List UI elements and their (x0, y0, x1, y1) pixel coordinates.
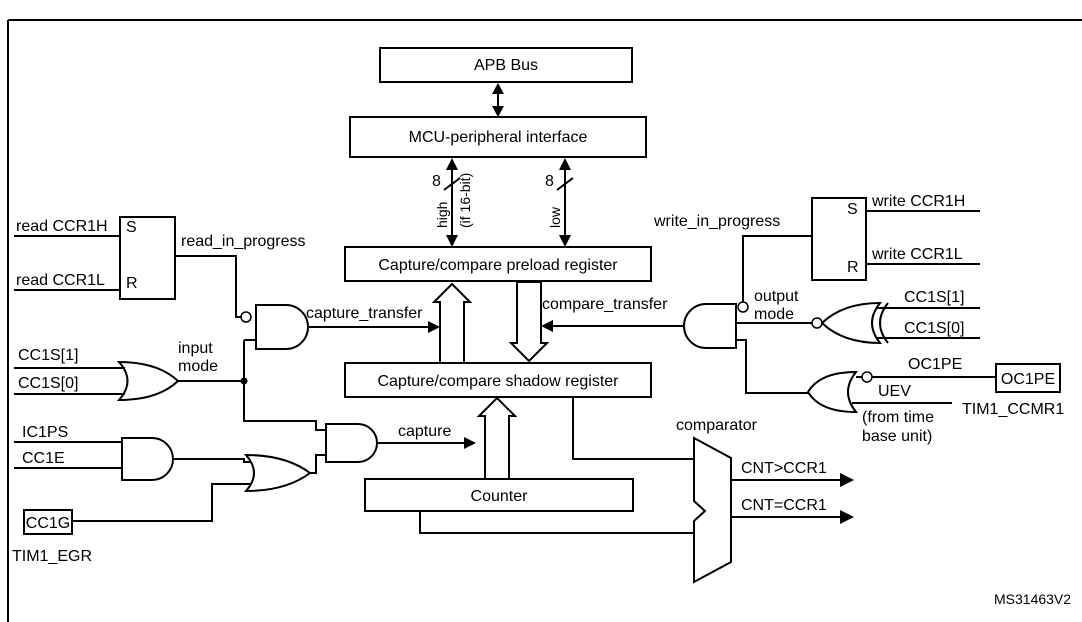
read-latch: S R (119, 216, 176, 300)
ic1ps-and-gate (121, 437, 174, 481)
oc1pe-or-gate (806, 370, 859, 414)
apb-bus-label: APB Bus (474, 57, 538, 74)
write-in-progress-wire (742, 235, 812, 302)
counter-label: Counter (471, 488, 529, 505)
shadow-register-label: Capture/compare shadow register (377, 373, 619, 390)
inverter-bubble-read (240, 311, 252, 323)
output-mode-label-1: output (754, 288, 799, 305)
ic1ps-to-or-wire (173, 458, 250, 463)
capture-arrowhead-icon (464, 437, 476, 449)
capture-transfer-arrowhead-icon (428, 321, 440, 333)
cnt-eq-label: CNT=CCR1 (741, 497, 827, 514)
counter-block: Counter (364, 478, 634, 512)
tim1-egr-label: TIM1_EGR (12, 548, 92, 565)
low-bus-width: 8 (545, 173, 554, 190)
cnt-gt-arrowhead-icon (840, 473, 854, 487)
output-mode-nor-gate (820, 301, 883, 345)
ic1ps-label: IC1PS (22, 424, 68, 441)
input-mode-label-2: mode (178, 358, 218, 375)
write-ccr1h-label: write CCR1H (871, 193, 965, 210)
inverter-bubble-output (811, 317, 823, 329)
capture-label: capture (398, 423, 451, 440)
read-ccr1h-label: read CCR1H (16, 218, 108, 235)
high-bus-label: high (434, 202, 450, 228)
read-in-progress-wire (175, 255, 242, 318)
input-mode-or-gate (116, 360, 180, 402)
shadow-register-block: Capture/compare shadow register (344, 362, 652, 398)
capture-transfer-arrow-icon (431, 282, 473, 364)
figure-id: MS31463V2 (994, 591, 1071, 607)
high-bus-note: (if 16-bit) (457, 173, 473, 228)
read-in-progress-label: read_in_progress (181, 233, 306, 250)
cc1e-label: CC1E (22, 450, 65, 467)
uev-note-2: base unit) (862, 428, 932, 445)
mcu-interface-label: MCU-peripheral interface (409, 129, 588, 146)
apb-bus-block: APB Bus (379, 47, 633, 83)
write-latch-set-pin: S (847, 201, 858, 218)
cnt-eq-arrowhead-icon (840, 510, 854, 524)
oc1pe-box-label: OC1PE (1001, 371, 1055, 388)
preload-register-block: Capture/compare preload register (344, 246, 652, 282)
oc1pe-label: OC1PE (908, 356, 962, 373)
uev-label: UEV (878, 383, 911, 400)
output-mode-label-2: mode (754, 306, 794, 323)
nor-gate-back-curve (879, 302, 889, 344)
inverter-bubble-write (737, 301, 749, 313)
input-mode-branch-wire (243, 340, 326, 431)
capture-and-gate (325, 423, 378, 463)
mcu-interface-block: MCU-peripheral interface (349, 116, 647, 158)
cc1g-label: CC1G (26, 515, 70, 532)
cc1g-box: CC1G (23, 509, 73, 535)
read-ccr1l-label: read CCR1L (16, 272, 105, 289)
cc1s1-right-label: CC1S[1] (904, 289, 964, 306)
write-in-progress-label: write_in_progress (653, 213, 780, 230)
high-bus-width: 8 (432, 173, 441, 190)
arrow-down-icon (492, 106, 504, 117)
read-latch-reset-pin: R (126, 275, 138, 292)
low-byte-bus: 8 low (545, 158, 574, 247)
shadow-to-comparator-wire (572, 397, 694, 460)
or-to-capture-wire (310, 454, 326, 474)
write-latch-reset-pin: R (847, 259, 859, 276)
low-bus-label: low (547, 206, 563, 228)
comparator-shape (693, 436, 732, 584)
input-mode-label-1: input (178, 340, 213, 357)
comparator-label: comparator (676, 417, 758, 434)
cnt-gt-label: CNT>CCR1 (741, 460, 827, 477)
cc1s0-left-label: CC1S[0] (18, 375, 78, 392)
high-byte-bus: 8 high (if 16-bit) (432, 158, 473, 247)
compare-transfer-arrow-icon (508, 281, 550, 363)
uev-note-1: (from time (862, 409, 934, 426)
write-ccr1l-label: write CCR1L (871, 246, 963, 263)
inverter-bubble-oc1pe (861, 371, 873, 383)
arrow-up-icon (492, 83, 504, 94)
cc1s1-left-label: CC1S[1] (18, 347, 78, 364)
tim1-ccmr1-label: TIM1_CCMR1 (962, 401, 1064, 418)
compare-transfer-arrowhead-icon (541, 320, 553, 332)
cc1g-wire (72, 483, 252, 522)
compare-transfer-and-gate (683, 303, 737, 349)
counter-to-comparator-wire (419, 511, 694, 534)
write-latch: S R (811, 197, 867, 281)
read-latch-set-pin: S (126, 219, 137, 236)
cc1s0-right-label: CC1S[0] (904, 320, 964, 337)
and-to-or-wire (736, 339, 818, 394)
capture-or-gate (243, 453, 312, 493)
oc1pe-box: OC1PE (995, 363, 1061, 393)
capture-to-shadow-arrow-icon (476, 396, 518, 480)
compare-transfer-label: compare_transfer (542, 296, 668, 313)
preload-register-label: Capture/compare preload register (378, 257, 618, 274)
capture-transfer-and-gate (255, 304, 309, 350)
capture-transfer-label: capture_transfer (306, 305, 423, 322)
